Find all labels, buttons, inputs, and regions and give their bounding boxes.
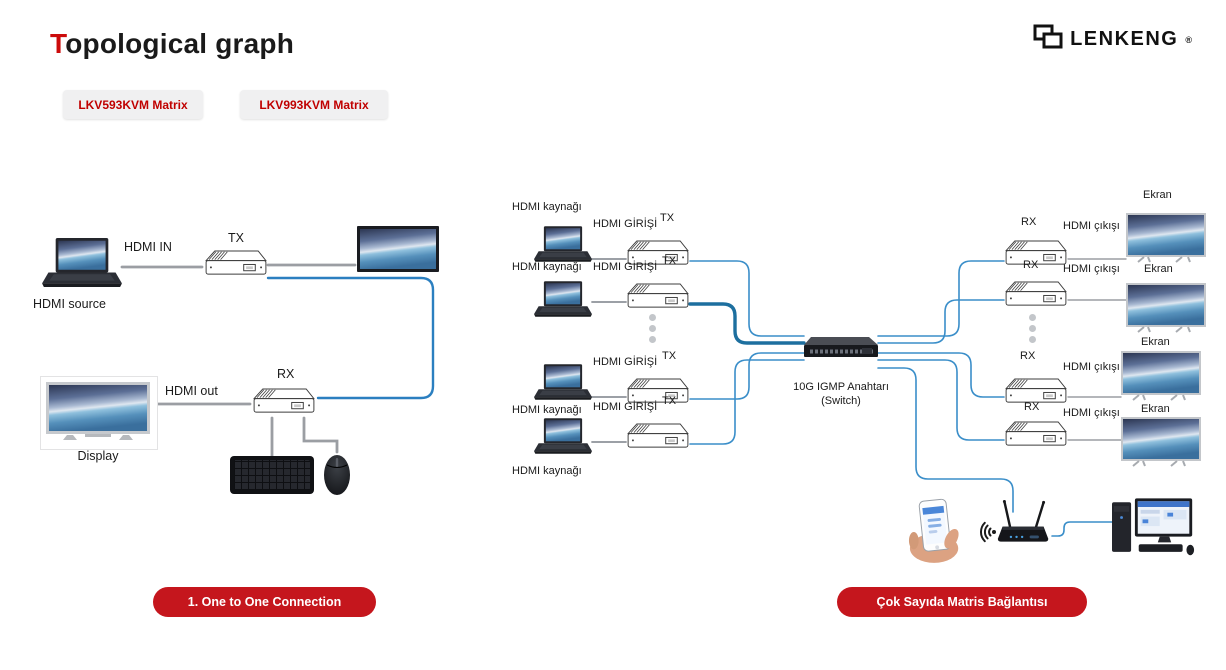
- rx-extender-icon: [252, 388, 316, 420]
- laptop-icon-2: [534, 281, 592, 322]
- hdmi-output-label-2: HDMI çıkışı: [1063, 263, 1120, 275]
- laptop-icon-3: [534, 364, 592, 405]
- rx-label-1: RX: [1021, 216, 1037, 228]
- hdmi-output-label-1: HDMI çıkışı: [1063, 220, 1120, 232]
- hdmi-source-label-2: HDMI kaynağı: [512, 261, 582, 273]
- rx-extender-icon-1: [1004, 240, 1068, 272]
- model-button-lkv993[interactable]: LKV993KVM Matrix: [240, 90, 388, 119]
- laptop-icon-4: [534, 418, 592, 459]
- monitor-icon: [357, 226, 439, 277]
- wire-switch-rx4: [877, 359, 1005, 441]
- rx-extender-icon-4: [1004, 421, 1068, 453]
- wire-switch-router: [877, 367, 1014, 513]
- wifi-signal-icon: [972, 518, 1000, 551]
- title-accent-letter: T: [50, 28, 66, 59]
- ellipsis-dots-right: [1029, 314, 1036, 343]
- wire-rx-to-mouse: [302, 416, 339, 454]
- screen-label-2: Ekran: [1144, 263, 1173, 275]
- tx-extender-icon-2: [626, 283, 690, 315]
- rx-extender-icon-2: [1004, 281, 1068, 313]
- wire-tx2-switch: [688, 302, 806, 345]
- laptop-icon: [42, 238, 122, 292]
- tx-extender-icon-1: [626, 240, 690, 272]
- hdmi-in-label: HDMI IN: [124, 240, 172, 254]
- lenkeng-logo-icon: [1033, 24, 1063, 55]
- hdmi-source-label-1: HDMI kaynağı: [512, 201, 582, 213]
- hdmi-input-label-1: HDMI GİRİŞİ: [593, 218, 658, 230]
- wire-tx-to-rx-blue: [266, 276, 435, 400]
- router-icon: [996, 496, 1052, 553]
- rx-label-2: RX: [1023, 259, 1039, 271]
- screen-tv-icon-4: [1121, 417, 1201, 472]
- logo-text: LENKENG: [1070, 28, 1179, 50]
- screen-label-4: Ekran: [1141, 403, 1170, 415]
- hdmi-source-label: HDMI source: [33, 297, 106, 311]
- one-to-one-caption-pill[interactable]: 1. One to One Connection: [153, 587, 376, 617]
- smartphone-hand-icon: [908, 498, 964, 569]
- hdmi-out-label: HDMI out: [165, 384, 218, 398]
- desktop-pc-icon: [1112, 496, 1196, 565]
- screen-label-1: Ekran: [1143, 189, 1172, 201]
- network-switch-icon: [804, 334, 878, 367]
- display-tv-icon: [40, 376, 158, 450]
- matrix-caption-pill[interactable]: Çok Sayıda Matris Bağlantısı: [837, 587, 1087, 617]
- tx-label-3: TX: [662, 350, 677, 362]
- wire-switch-rx3: [877, 352, 1005, 398]
- screen-tv-icon-1: [1126, 213, 1206, 268]
- model-button-lkv593[interactable]: LKV593KVM Matrix: [63, 90, 203, 119]
- laptop-icon-1: [534, 226, 592, 267]
- title-rest: opological graph: [65, 28, 294, 59]
- tx-extender-icon-4: [626, 423, 690, 455]
- wire-tx1-switch: [689, 260, 805, 337]
- hdmi-output-label-4: HDMI çıkışı: [1063, 407, 1120, 419]
- wire-router-pc: [1051, 521, 1115, 537]
- switch-label-line2: (Switch): [821, 395, 861, 407]
- screen-tv-icon-3: [1121, 351, 1201, 406]
- page-title: Topological graph: [50, 28, 294, 60]
- tx-extender-icon-3: [626, 378, 690, 410]
- hdmi-output-label-3: HDMI çıkışı: [1063, 361, 1120, 373]
- screen-tv-icon-2: [1126, 283, 1206, 338]
- wire-switch-rx2: [877, 299, 1005, 344]
- hdmi-input-label-2: HDMI GİRİŞİ: [593, 261, 658, 273]
- hdmi-input-label-4: HDMI GİRİŞİ: [593, 401, 658, 413]
- tx-extender-icon: [204, 250, 268, 282]
- screen-label-3: Ekran: [1141, 336, 1170, 348]
- hdmi-source-label-4: HDMI kaynağı: [512, 465, 582, 477]
- keyboard-icon: [230, 456, 314, 494]
- display-label: Display: [77, 449, 119, 463]
- wire-tx4-switch: [689, 359, 805, 445]
- ellipsis-dots-left: [649, 314, 656, 343]
- rx-label-4: RX: [1024, 401, 1040, 413]
- tx-label-2: TX: [662, 255, 677, 267]
- mouse-icon: [323, 450, 351, 501]
- tx-label-4: TX: [662, 395, 677, 407]
- wire-tx3-switch: [689, 352, 805, 400]
- rx-label: RX: [277, 367, 295, 381]
- hdmi-input-label-3: HDMI GİRİŞİ: [593, 356, 658, 368]
- logo-registered-mark: ®: [1185, 34, 1192, 45]
- tx-label-1: TX: [660, 212, 675, 224]
- rx-extender-icon-3: [1004, 378, 1068, 410]
- rx-label-3: RX: [1020, 350, 1036, 362]
- tx-label: TX: [228, 231, 244, 245]
- wire-switch-rx1: [877, 260, 1005, 337]
- switch-label-line1: 10G IGMP Anahtarı: [793, 381, 889, 393]
- lenkeng-logo: LENKENG ®: [1033, 24, 1192, 55]
- hdmi-source-label-3: HDMI kaynağı: [512, 404, 582, 416]
